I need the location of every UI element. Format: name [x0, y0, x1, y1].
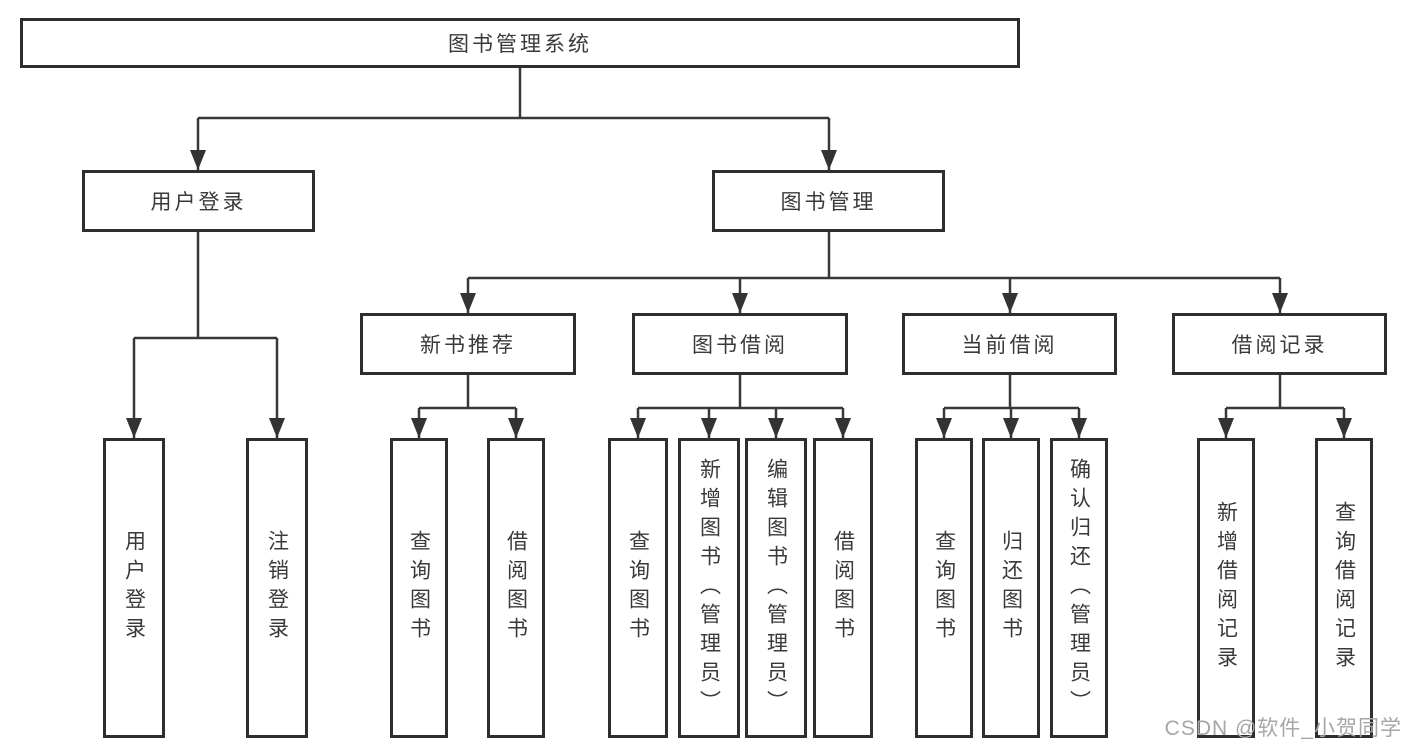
node-current-borrow-label: 当前借阅: [961, 334, 1058, 357]
node-new-book-recommend: 新书推荐: [360, 313, 576, 375]
node-leaf-logout-label: 注销登录: [265, 530, 289, 646]
connector-user-login-branch: [126, 232, 285, 438]
node-leaf-nb-query-books-label: 查询图书: [407, 530, 431, 646]
node-leaf-br-query-record: 查询借阅记录: [1315, 438, 1373, 738]
node-leaf-cb-confirm-return-admin-label: 确认归还（管理员）: [1067, 457, 1091, 719]
node-leaf-logout: 注销登录: [246, 438, 308, 738]
node-book-borrow-label: 图书借阅: [692, 334, 788, 357]
node-leaf-nb-borrow-books-label: 借阅图书: [504, 530, 528, 646]
node-leaf-bb-add-books-admin: 新增图书（管理员）: [678, 438, 740, 738]
node-leaf-br-add-record: 新增借阅记录: [1197, 438, 1255, 738]
node-leaf-br-add-record-label: 新增借阅记录: [1214, 501, 1238, 675]
node-leaf-cb-query-books-label: 查询图书: [932, 530, 956, 646]
node-leaf-cb-return-books-label: 归还图书: [999, 530, 1023, 646]
node-leaf-cb-query-books: 查询图书: [915, 438, 973, 738]
node-leaf-nb-borrow-books: 借阅图书: [487, 438, 545, 738]
node-root: 图书管理系统: [20, 18, 1020, 68]
connector-book-management-branch: [460, 232, 1288, 313]
connector-book-borrow-branch: [630, 375, 851, 438]
node-current-borrow: 当前借阅: [902, 313, 1117, 375]
node-leaf-user-login-label: 用户登录: [122, 530, 146, 646]
node-book-management-label: 图书管理: [780, 191, 877, 214]
node-leaf-br-query-record-label: 查询借阅记录: [1332, 501, 1356, 675]
node-root-label: 图书管理系统: [448, 33, 592, 56]
node-user-login-label: 用户登录: [150, 191, 247, 214]
node-leaf-nb-query-books: 查询图书: [390, 438, 448, 738]
node-leaf-cb-return-books: 归还图书: [982, 438, 1040, 738]
node-user-login: 用户登录: [82, 170, 315, 232]
node-leaf-user-login: 用户登录: [103, 438, 165, 738]
node-leaf-bb-add-books-admin-label: 新增图书（管理员）: [697, 457, 721, 719]
node-borrow-records-label: 借阅记录: [1231, 334, 1328, 357]
node-leaf-bb-edit-books-admin: 编辑图书（管理员）: [745, 438, 807, 738]
node-leaf-cb-confirm-return-admin: 确认归还（管理员）: [1050, 438, 1108, 738]
node-leaf-bb-query-books-label: 查询图书: [626, 530, 650, 646]
connector-borrow-records-branch: [1218, 375, 1352, 438]
connector-root-to-level2: [190, 68, 837, 170]
node-leaf-bb-borrow-books: 借阅图书: [813, 438, 873, 738]
node-book-borrow: 图书借阅: [632, 313, 848, 375]
connector-current-borrow-branch: [936, 375, 1087, 438]
node-borrow-records: 借阅记录: [1172, 313, 1387, 375]
node-book-management: 图书管理: [712, 170, 945, 232]
connector-new-book-branch: [411, 375, 524, 438]
node-new-book-recommend-label: 新书推荐: [420, 334, 516, 357]
node-leaf-bb-query-books: 查询图书: [608, 438, 668, 738]
node-leaf-bb-borrow-books-label: 借阅图书: [831, 530, 855, 646]
node-leaf-bb-edit-books-admin-label: 编辑图书（管理员）: [764, 457, 788, 719]
